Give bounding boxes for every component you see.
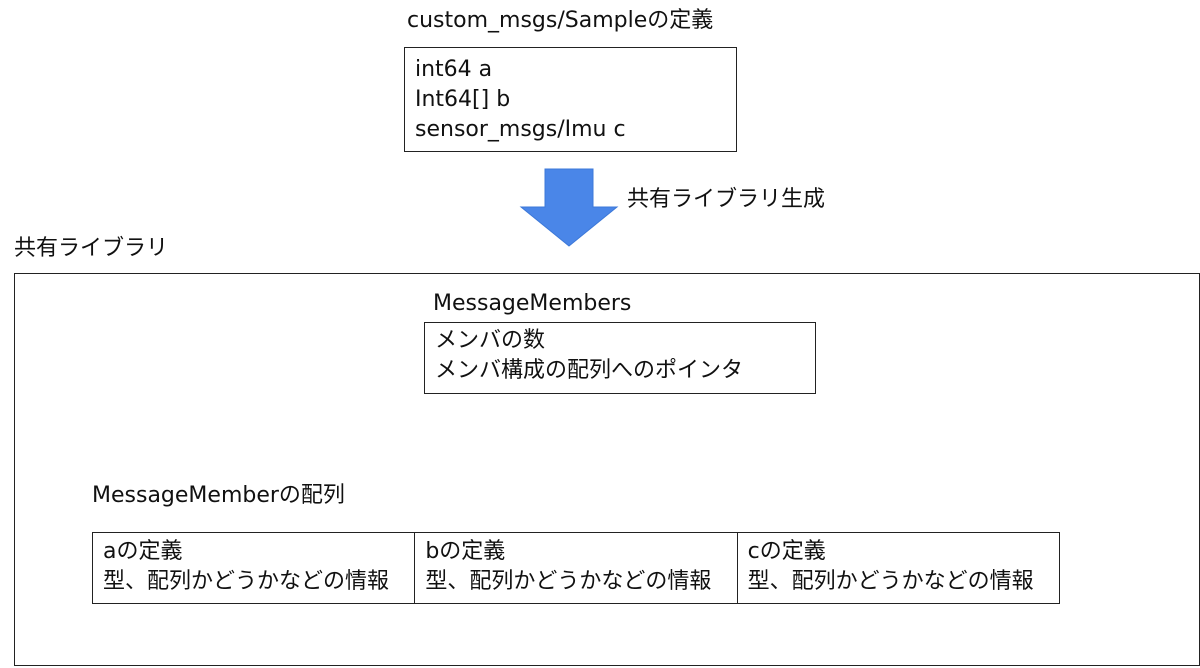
member-cell-b-info: 型、配列かどうかなどの情報 <box>425 569 712 594</box>
member-cell-c-info: 型、配列かどうかなどの情報 <box>747 569 1034 594</box>
definition-field-a: int64 a <box>415 57 493 82</box>
generation-arrow-icon <box>519 168 619 247</box>
definition-box: int64 a Int64[] b sensor_msgs/Imu c <box>404 47 737 152</box>
member-cell-c: cの定義 型、配列かどうかなどの情報 <box>738 533 1059 603</box>
member-cell-a-info: 型、配列かどうかなどの情報 <box>103 569 390 594</box>
member-pointer-line: メンバ構成の配列へのポインタ <box>435 358 744 383</box>
library-title: 共有ライブラリ <box>14 236 169 261</box>
member-array-box: aの定義 型、配列かどうかなどの情報 bの定義 型、配列かどうかなどの情報 cの… <box>92 532 1060 604</box>
generation-label: 共有ライブラリ生成 <box>627 187 826 212</box>
member-cell-b-title: bの定義 <box>425 539 506 564</box>
definition-title: custom_msgs/Sampleの定義 <box>407 8 714 33</box>
member-cell-b: bの定義 型、配列かどうかなどの情報 <box>415 533 738 603</box>
definition-field-c: sensor_msgs/Imu c <box>415 117 626 142</box>
member-array-title: MessageMemberの配列 <box>92 483 345 508</box>
message-members-box: メンバの数 メンバ構成の配列へのポインタ <box>424 322 816 394</box>
definition-field-b: Int64[] b <box>415 87 511 112</box>
member-cell-a: aの定義 型、配列かどうかなどの情報 <box>93 533 416 603</box>
message-members-title: MessageMembers <box>433 291 632 316</box>
member-count-line: メンバの数 <box>435 328 546 353</box>
member-cell-c-title: cの定義 <box>747 539 826 564</box>
member-cell-a-title: aの定義 <box>103 539 183 564</box>
